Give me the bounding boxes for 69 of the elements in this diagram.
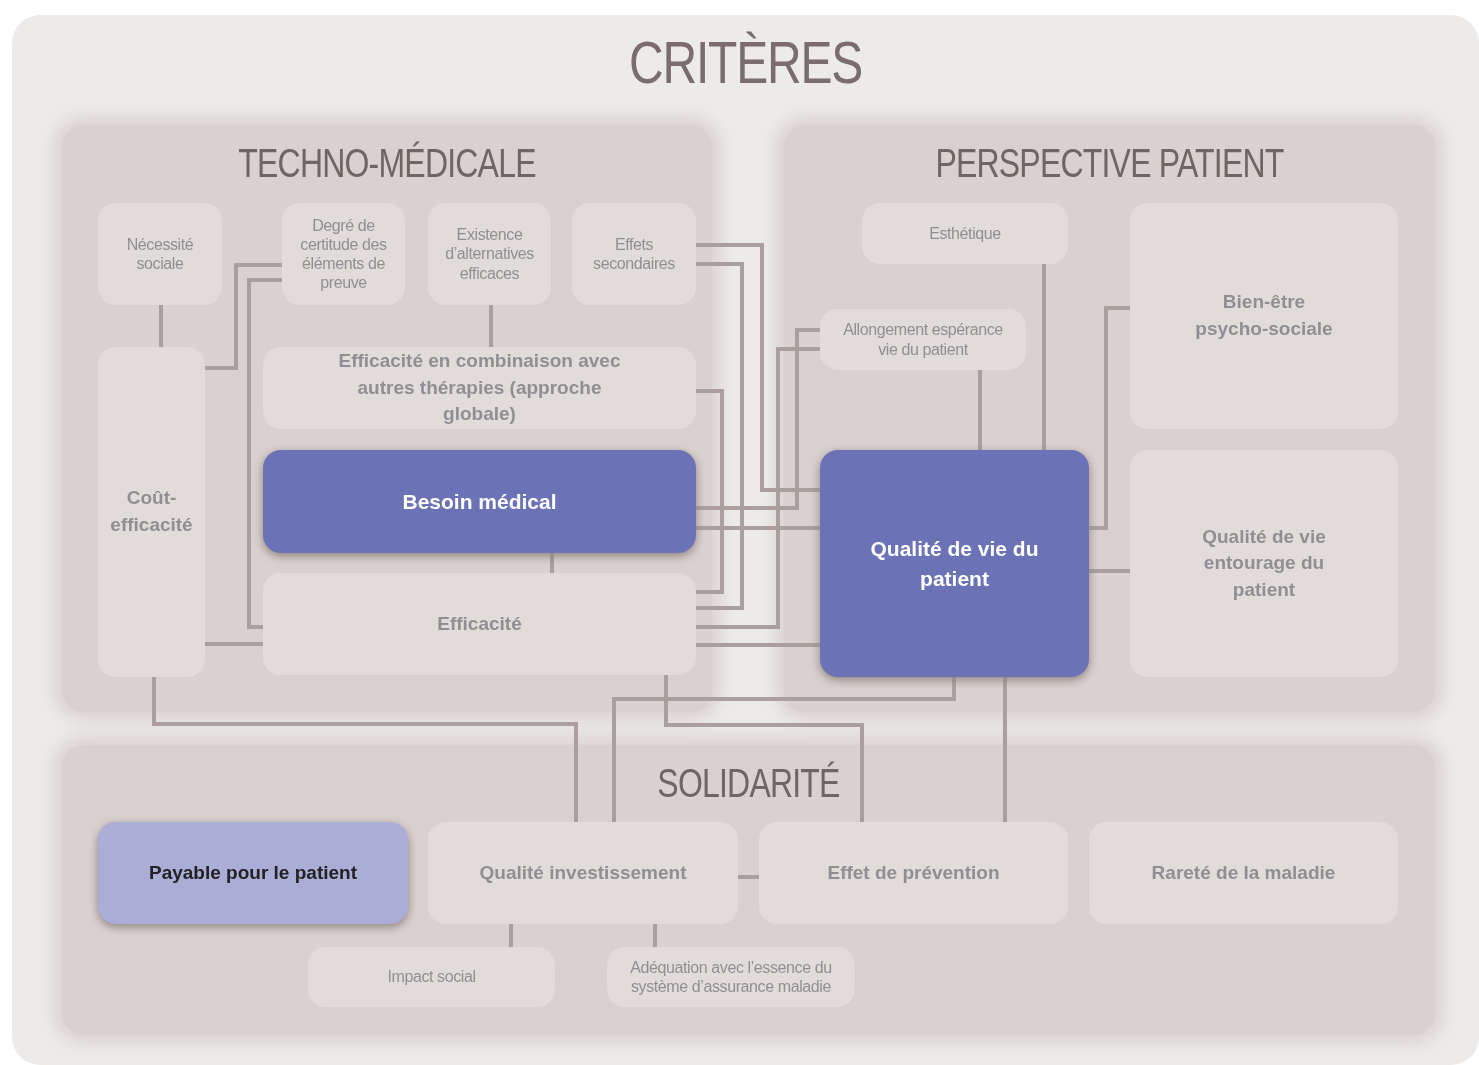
connector-line [489, 305, 493, 347]
connector-line [738, 875, 759, 879]
connector-line [696, 389, 724, 594]
connector-line [152, 677, 578, 822]
connector-line [550, 553, 554, 573]
connector-line [696, 526, 820, 530]
panel-heading: PERSPECTIVE PATIENT [934, 143, 1285, 183]
category-panel [62, 125, 712, 712]
highlighted-box [263, 450, 696, 553]
connector-line [696, 328, 820, 510]
criterion-box [1130, 450, 1398, 677]
criterion-box [263, 573, 696, 675]
criterion-box [282, 203, 405, 305]
criterion-box [607, 947, 855, 1007]
connector-line [509, 924, 513, 947]
box-label: Esthétique [929, 223, 1001, 244]
connector-line [978, 370, 982, 450]
connector-line [205, 642, 263, 646]
criterion-box [759, 822, 1068, 924]
box-label: Existence d’alternatives efficaces [444, 225, 535, 283]
connector-line [205, 263, 282, 370]
box-label: Qualité investissement [479, 860, 687, 885]
box-label: Nécessité sociale [125, 234, 195, 274]
connector-line [696, 643, 820, 647]
connector-line [696, 262, 744, 610]
box-label: Coût-efficacité [110, 486, 193, 537]
connector-line [1089, 306, 1130, 530]
box-label: Effet de prévention [827, 860, 1000, 885]
box-label: Adéquation avec l’essence du système d’assurance maladie [629, 957, 833, 997]
category-panel [62, 745, 1435, 1035]
criterion-box [98, 347, 205, 677]
connector-line [159, 305, 163, 347]
box-label: Allongement espérance vie du patient [842, 320, 1004, 359]
criterion-box [820, 309, 1026, 370]
connector-line [1089, 569, 1130, 573]
criterion-box [308, 947, 555, 1007]
connector-line [247, 278, 282, 629]
box-label: Payable pour le patient [149, 860, 357, 885]
box-label: Rareté de la maladie [1151, 860, 1336, 885]
connector-line [653, 924, 657, 947]
connector-line [612, 677, 956, 822]
box-label: Efficacité [437, 611, 522, 636]
box-label: Qualité de vie du patient [870, 536, 1039, 592]
connector-line [696, 347, 820, 629]
highlighted-box [98, 822, 408, 924]
criterion-box [428, 203, 551, 305]
highlighted-box [820, 450, 1089, 677]
criterion-box [98, 203, 222, 305]
panel-heading: TECHNO-MÉDICALE [237, 143, 537, 183]
criterion-box [428, 822, 738, 924]
box-label: Besoin médical [402, 488, 557, 515]
criterion-box [572, 203, 696, 305]
box-label: Efficacité en combinaison avec autres thérapies (approche globale) [337, 349, 622, 427]
criterion-box [862, 203, 1068, 264]
box-label: Degré de certitude des éléments de preuve [299, 215, 388, 293]
connector-line [1042, 264, 1046, 450]
panel-heading: SOLIDARITÉ [656, 763, 841, 803]
connector-line [664, 675, 864, 822]
category-panel [784, 125, 1435, 712]
box-label: Bien-être psycho-sociale [1194, 290, 1334, 341]
connector-line [696, 243, 820, 492]
box-label: Effets secondaires [592, 234, 676, 274]
connector-line [1003, 677, 1007, 822]
criteria-panel [12, 15, 1479, 1065]
box-label: Qualité de vie entourage du patient [1201, 524, 1327, 602]
box-label: Impact social [387, 967, 476, 987]
criterion-box [1130, 203, 1398, 429]
panel-heading: CRITÈRES [627, 33, 864, 93]
criterion-box [263, 347, 696, 429]
